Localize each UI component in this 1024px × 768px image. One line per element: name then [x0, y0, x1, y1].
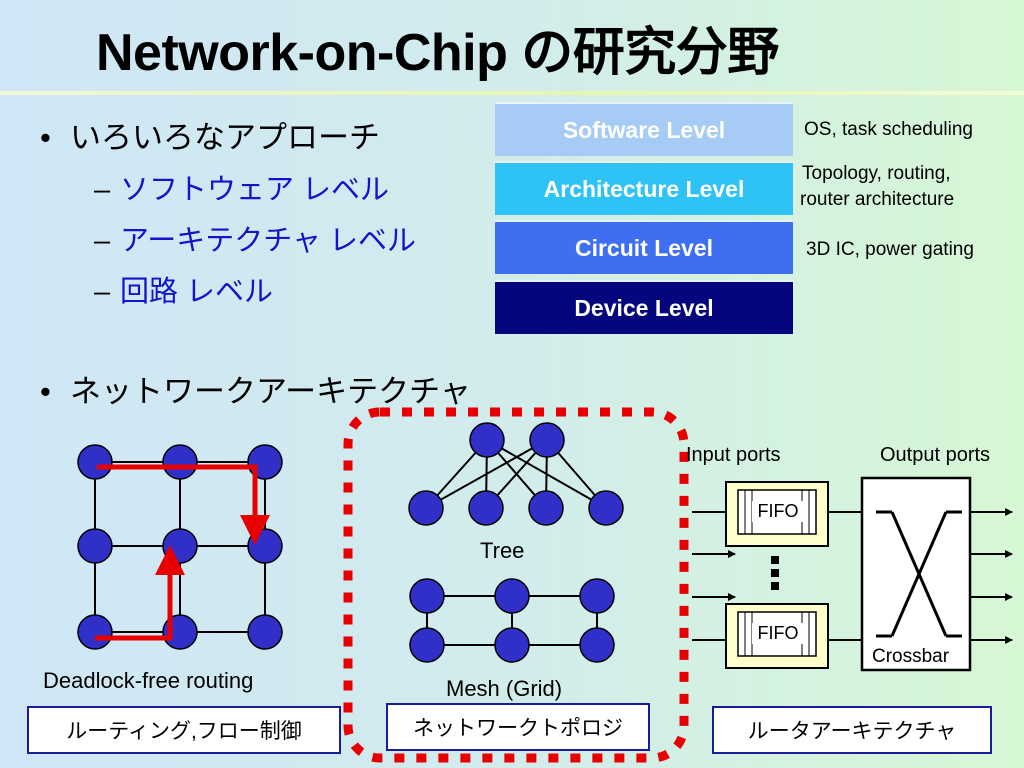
mesh-node	[247, 614, 283, 650]
grid-node	[579, 578, 615, 614]
tree-node	[468, 490, 504, 526]
subbullet-architecture: –アーキテクチャ レベル	[94, 217, 416, 259]
fifo-label-bottom: FIFO	[752, 623, 804, 644]
device-level-box: Device Level	[495, 280, 793, 334]
network-topology-box: ネットワークトポロジ	[386, 703, 650, 751]
bullet-approaches: • いろいろなアプローチ	[40, 112, 380, 157]
router-diagram	[692, 476, 1013, 672]
architecture-level-note-line2: router architecture	[800, 189, 955, 210]
mesh-node	[162, 528, 198, 564]
bullet-network-architecture: • ネットワークアーキテクチャ	[40, 366, 471, 411]
mesh-node	[77, 444, 113, 480]
slide-title: Network-on-Chip の研究分野	[96, 24, 779, 82]
crossbar-label: Crossbar	[872, 646, 950, 667]
dash: –	[94, 225, 111, 257]
grid-node	[494, 578, 530, 614]
grid-node	[409, 627, 445, 663]
subbullet-architecture-text: アーキテクチャ レベル	[120, 225, 417, 257]
bullet-dot: •	[40, 120, 51, 155]
output-ports-label: Output ports	[880, 444, 991, 466]
subbullet-software: –ソフトウェア レベル	[94, 166, 389, 208]
architecture-level-box: Architecture Level	[495, 161, 793, 215]
router-architecture-box: ルータアーキテクチャ	[712, 706, 992, 754]
mesh-node	[162, 444, 198, 480]
fifo-label-top: FIFO	[752, 501, 804, 522]
subbullet-circuit: –回路 レベル	[94, 268, 273, 310]
grid-node	[409, 578, 445, 614]
tree-node	[588, 490, 624, 526]
mesh-caption: Mesh (Grid)	[446, 676, 563, 701]
title-divider	[0, 91, 1024, 95]
software-level-box: Software Level	[495, 102, 793, 156]
circuit-level-box: Circuit Level	[495, 220, 793, 274]
input-ports-label: Input ports	[686, 444, 781, 466]
subbullet-software-text: ソフトウェア レベル	[120, 174, 390, 206]
tree-node	[528, 490, 564, 526]
tree-node	[469, 422, 505, 458]
bullet-network-architecture-text: ネットワークアーキテクチャ	[70, 374, 471, 409]
dash: –	[94, 276, 111, 308]
route-arrow-xy	[97, 464, 270, 545]
grid-node	[579, 627, 615, 663]
tree-node	[408, 490, 444, 526]
mesh-node	[77, 614, 113, 650]
route-arrow-yx	[95, 545, 185, 641]
tree-node	[529, 422, 565, 458]
architecture-level-note-line1: Topology, routing,	[802, 163, 951, 184]
dash: –	[94, 174, 111, 206]
topology-highlight	[343, 407, 689, 763]
circuit-level-note: 3D IC, power gating	[806, 239, 974, 260]
bullet-dot: •	[40, 374, 51, 409]
tree-topology	[425, 439, 607, 509]
grid-node	[494, 627, 530, 663]
mesh-node	[77, 528, 113, 564]
tree-caption: Tree	[480, 538, 525, 563]
subbullet-circuit-text: 回路 レベル	[120, 276, 274, 308]
mesh-node	[247, 528, 283, 564]
routing-flow-control-box: ルーティング,フロー制御	[27, 706, 341, 754]
bullet-approaches-text: いろいろなアプローチ	[70, 120, 380, 155]
crossbar	[860, 476, 972, 672]
deadlock-caption: Deadlock-free routing	[43, 668, 254, 693]
software-level-note: OS, task scheduling	[804, 119, 973, 140]
